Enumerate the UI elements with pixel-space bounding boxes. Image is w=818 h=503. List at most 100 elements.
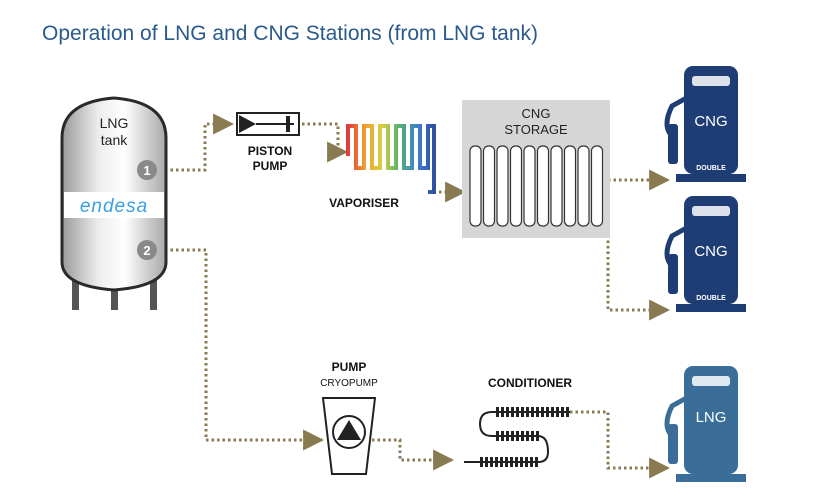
conditioner-fin — [515, 457, 518, 467]
conditioner-fin — [501, 407, 504, 417]
conditioner-fins — [480, 407, 569, 467]
conditioner-tube — [464, 411, 570, 463]
conditioner: CONDITIONER — [464, 376, 572, 467]
pipe-piston-to-vaporiser — [302, 122, 349, 163]
cryopump-label-line2: CRYOPUMP — [320, 378, 378, 389]
storage-cylinder — [482, 145, 496, 227]
pipe-cryopump-to-conditioner — [372, 438, 455, 471]
vaporiser-label: VAPORISER — [329, 196, 399, 210]
vaporiser-coil — [346, 124, 436, 194]
dispenser-base — [676, 304, 746, 312]
pipe-tank-to-piston-pump — [165, 113, 235, 172]
storage-cylinder — [563, 145, 577, 227]
storage-cylinder — [523, 145, 536, 227]
dispenser-base — [676, 474, 746, 482]
conditioner-fin — [525, 457, 528, 467]
outlet-2-number: 2 — [143, 243, 150, 258]
conditioner-fin — [551, 407, 554, 417]
dispensers: CNG DOUBLE CNG DOUBLE LNG — [664, 66, 746, 482]
tank-label-line1: LNG — [100, 115, 129, 131]
dispenser-display — [692, 206, 730, 216]
conditioner-fin — [536, 431, 539, 441]
conditioner-fin — [556, 407, 559, 417]
tank-logo-band — [64, 192, 164, 218]
conditioner-label: CONDITIONER — [488, 376, 572, 390]
piston-head — [286, 116, 290, 132]
conditioner-fin — [520, 457, 523, 467]
cryopump-label-line1: PUMP — [332, 360, 367, 374]
conditioner-fin — [530, 457, 533, 467]
piston-pump-inlet-icon — [239, 115, 256, 133]
storage-cylinder — [509, 145, 523, 227]
conditioner-fin — [490, 457, 493, 467]
dispenser-base — [676, 174, 746, 182]
dispenser-nozzle-icon — [668, 124, 678, 164]
conditioner-fin — [521, 431, 524, 441]
dispenser-display — [692, 76, 730, 86]
storage-cylinder — [496, 145, 509, 227]
conditioner-fin — [500, 457, 503, 467]
storage-cylinder — [590, 145, 604, 227]
storage-cylinder — [577, 145, 590, 227]
dispenser-fuel-label: CNG — [694, 243, 727, 260]
conditioner-fin — [531, 431, 534, 441]
conditioner-fin — [536, 407, 539, 417]
fuel-dispenser-3[interactable]: LNG — [664, 366, 746, 482]
dispenser-nozzle-icon — [668, 424, 678, 464]
fuel-dispenser-1[interactable]: CNG DOUBLE — [664, 66, 746, 182]
dispenser-sub-label: DOUBLE — [696, 165, 726, 172]
tank-logo: endesa — [80, 196, 148, 217]
conditioner-fin — [541, 407, 544, 417]
dispenser-nozzle-icon — [668, 254, 678, 294]
pipe-conditioner-to-dispenser-3 — [570, 410, 671, 479]
conditioner-fin — [546, 407, 549, 417]
dispenser-fuel-label: LNG — [696, 409, 727, 426]
conditioner-fin — [531, 407, 534, 417]
pipes — [165, 113, 671, 479]
dispenser-body — [684, 196, 738, 304]
tank-leg-right — [150, 268, 157, 310]
storage-cylinder — [536, 145, 550, 227]
storage-cylinder — [550, 145, 563, 227]
conditioner-fin — [535, 457, 538, 467]
tank-label-line2: tank — [101, 132, 128, 148]
storage-cylinders — [469, 145, 604, 227]
cng-storage-label-line2: STORAGE — [504, 122, 568, 137]
piston-pump: PISTON PUMP — [236, 112, 300, 173]
conditioner-fin — [495, 457, 498, 467]
conditioner-fin — [516, 407, 519, 417]
storage-cylinder — [469, 145, 482, 227]
conditioner-fin — [506, 431, 509, 441]
conditioner-fin — [511, 431, 514, 441]
conditioner-fin — [566, 407, 569, 417]
cryopump-direction-icon — [337, 420, 361, 440]
piston-pump-label-line1: PISTON — [248, 144, 292, 158]
conditioner-fin — [521, 407, 524, 417]
outlet-2-badge — [137, 240, 157, 260]
pipe-storage-to-dispenser-2 — [606, 180, 671, 321]
dispenser-display — [692, 376, 730, 386]
conditioner-fin — [561, 407, 564, 417]
fuel-dispenser-2[interactable]: CNG DOUBLE — [664, 196, 746, 312]
conditioner-fin — [510, 457, 513, 467]
dispenser-fuel-label: CNG — [694, 113, 727, 130]
dispenser-body — [684, 66, 738, 174]
conditioner-fin — [480, 457, 483, 467]
cryopump: PUMP CRYOPUMP — [320, 360, 378, 475]
dispenser-sub-label: DOUBLE — [696, 295, 726, 302]
page-title: Operation of LNG and CNG Stations (from … — [42, 22, 538, 45]
conditioner-fin — [496, 407, 499, 417]
outlet-1-badge — [137, 160, 157, 180]
conditioner-fin — [506, 407, 509, 417]
lng-tank: endesa LNG tank 1 2 — [60, 96, 168, 310]
conditioner-fin — [485, 457, 488, 467]
tank-leg-left — [72, 268, 79, 310]
conditioner-fin — [516, 431, 519, 441]
conditioner-fin — [526, 431, 529, 441]
conditioner-fin — [496, 431, 499, 441]
conditioner-fin — [511, 407, 514, 417]
piston-pump-label-line2: PUMP — [253, 159, 288, 173]
conditioner-fin — [505, 457, 508, 467]
